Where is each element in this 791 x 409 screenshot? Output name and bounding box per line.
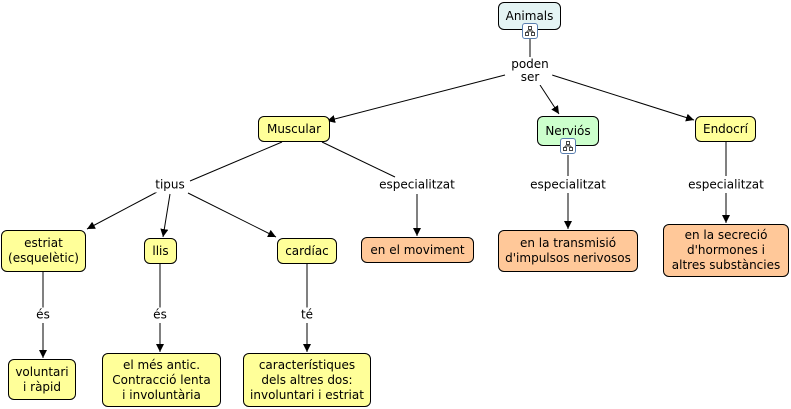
edge-poden-ser-muscular bbox=[326, 74, 506, 123]
edge-poden-ser-endocri bbox=[551, 74, 695, 122]
concept-transmissio[interactable]: en la transmisió d'impulsos nerivosos bbox=[498, 230, 638, 272]
concept-estriat[interactable]: estriat (esquelètic) bbox=[1, 230, 86, 272]
link-especialitzat-muscular[interactable]: especialitzat bbox=[376, 177, 458, 193]
concept-caracteristiques[interactable]: característiques dels altres dos: involu… bbox=[243, 353, 371, 407]
edge-poden-ser-nervios bbox=[539, 84, 560, 115]
concept-moviment[interactable]: en el moviment bbox=[361, 237, 474, 263]
link-es-llis[interactable]: és bbox=[150, 307, 170, 323]
edge-tipus-cardiac bbox=[187, 192, 277, 238]
edge-tipus-llis bbox=[160, 193, 171, 238]
concept-llis[interactable]: llis bbox=[144, 238, 177, 264]
edge-muscular-tipus bbox=[189, 141, 283, 182]
link-poden-ser[interactable]: poden ser bbox=[508, 57, 552, 85]
edge-muscular-especialitzat bbox=[321, 141, 396, 178]
link-te-cardiac[interactable]: té bbox=[297, 307, 317, 323]
edge-tipus-estriat bbox=[86, 191, 158, 230]
concept-cardiac[interactable]: cardíac bbox=[277, 238, 337, 264]
link-tipus[interactable]: tipus bbox=[152, 177, 188, 193]
concept-voluntari[interactable]: voluntari i ràpid bbox=[8, 359, 76, 400]
concept-endocri[interactable]: Endocrí bbox=[695, 116, 756, 142]
concept-muscular[interactable]: Muscular bbox=[258, 116, 330, 142]
submap-icon[interactable] bbox=[560, 138, 576, 154]
concept-secrecio[interactable]: en la secreció d'hormones i altres subst… bbox=[663, 224, 789, 277]
link-especialitzat-endocri[interactable]: especialitzat bbox=[685, 177, 767, 193]
concept-antic[interactable]: el més antic. Contracció lenta i involun… bbox=[102, 353, 221, 407]
link-es-estriat[interactable]: és bbox=[33, 307, 53, 323]
link-especialitzat-nervios[interactable]: especialitzat bbox=[527, 177, 609, 193]
submap-icon[interactable] bbox=[522, 23, 538, 39]
